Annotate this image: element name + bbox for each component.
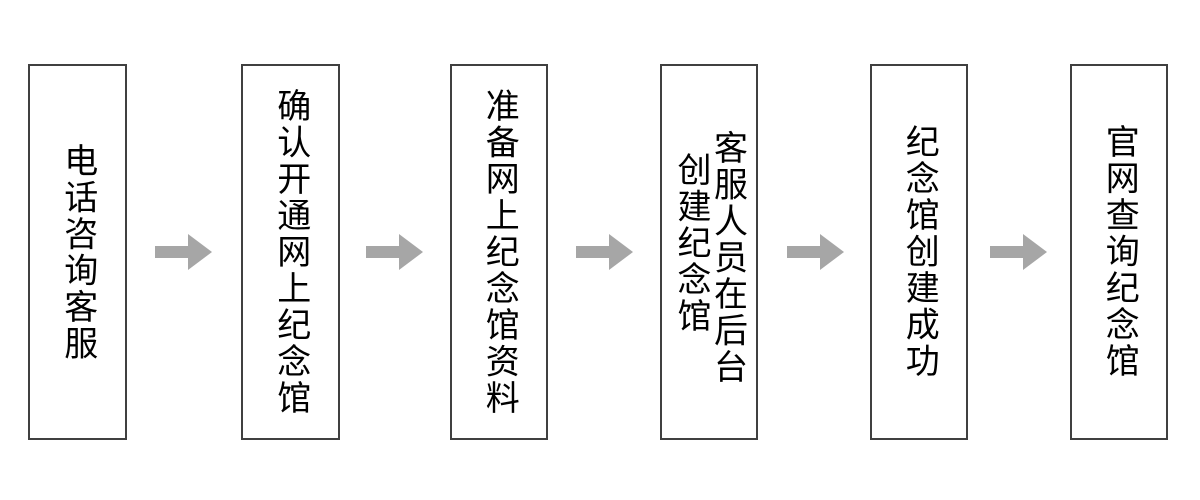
process-node-4-label-line2: 创建纪念馆	[671, 152, 711, 335]
flow-arrow-5	[990, 233, 1048, 271]
process-node-4[interactable]: 客服人员在后台 创建纪念馆	[660, 64, 758, 440]
flow-arrow-1	[155, 233, 213, 271]
process-node-5[interactable]: 纪念馆创建成功	[870, 64, 968, 440]
process-node-6-label: 官网查询纪念馆	[1099, 124, 1140, 380]
flow-arrow-4	[787, 233, 845, 271]
process-node-5-label: 纪念馆创建成功	[899, 124, 940, 380]
process-node-2-label: 确认开通网上纪念馆	[270, 87, 311, 417]
process-node-1[interactable]: 电话咨询客服	[28, 64, 127, 440]
flow-arrow-3	[576, 233, 634, 271]
process-node-2[interactable]: 确认开通网上纪念馆	[241, 64, 340, 440]
process-node-1-label: 电话咨询客服	[57, 142, 98, 362]
process-node-4-label-line1: 客服人员在后台	[707, 130, 748, 386]
flow-arrow-2	[366, 233, 424, 271]
process-node-6[interactable]: 官网查询纪念馆	[1070, 64, 1168, 440]
process-node-3[interactable]: 准备网上纪念馆资料	[450, 64, 548, 440]
process-node-3-label: 准备网上纪念馆资料	[479, 87, 520, 417]
